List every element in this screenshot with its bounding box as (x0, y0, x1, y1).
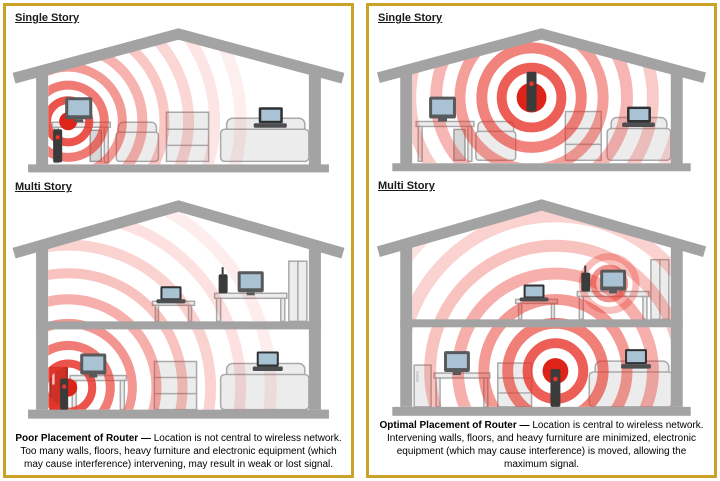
laptop-icon (621, 349, 651, 369)
desktop-computer-icon (237, 271, 264, 296)
desktop-computer-icon (80, 353, 107, 378)
laptop-icon (252, 351, 283, 372)
router-icon (526, 71, 537, 112)
multi-story-label: Multi Story (15, 181, 72, 194)
desktop-computer-icon (65, 97, 93, 123)
caption-lead: Poor Placement of Router — (15, 433, 154, 444)
single-story-label: Single Story (15, 12, 80, 24)
caption-optimal: Optimal Placement of Router — Location i… (369, 419, 714, 471)
optimal-placement-panel: Single Story (366, 3, 717, 478)
router-icon (53, 129, 63, 163)
laptop-icon (519, 284, 549, 302)
router-icon (60, 378, 69, 411)
caption-body: Location is central to wireless network.… (386, 420, 704, 470)
laptop-icon (156, 286, 186, 304)
house-structure (12, 200, 345, 420)
house-structure (12, 28, 345, 173)
house-structure (376, 28, 707, 172)
multi-story-house-optimal (376, 199, 707, 417)
desktop-computer-icon (444, 351, 470, 376)
house-structure (376, 199, 707, 417)
single-story-label: Single Story (378, 12, 443, 24)
poor-placement-panel: Single Story (3, 3, 354, 478)
laptop-icon (253, 107, 287, 128)
desktop-computer-icon (429, 96, 456, 122)
desktop-computer-icon (600, 269, 627, 294)
cordless-phone-icon (218, 267, 228, 294)
single-story-house-optimal (376, 28, 707, 172)
single-story-house-poor (12, 28, 345, 173)
cordless-phone-icon (581, 265, 591, 292)
router-icon (550, 369, 561, 408)
multi-story-label: Multi Story (378, 180, 435, 193)
devices (53, 97, 287, 163)
caption-lead: Optimal Placement of Router — (379, 420, 533, 431)
laptop-icon (622, 106, 655, 127)
devices (429, 71, 655, 127)
devices (60, 267, 283, 411)
caption-poor: Poor Placement of Router — Location is n… (6, 432, 351, 471)
caption-body: Location is not central to wireless netw… (20, 433, 342, 470)
multi-story-house-poor (12, 200, 345, 420)
devices (444, 265, 651, 408)
